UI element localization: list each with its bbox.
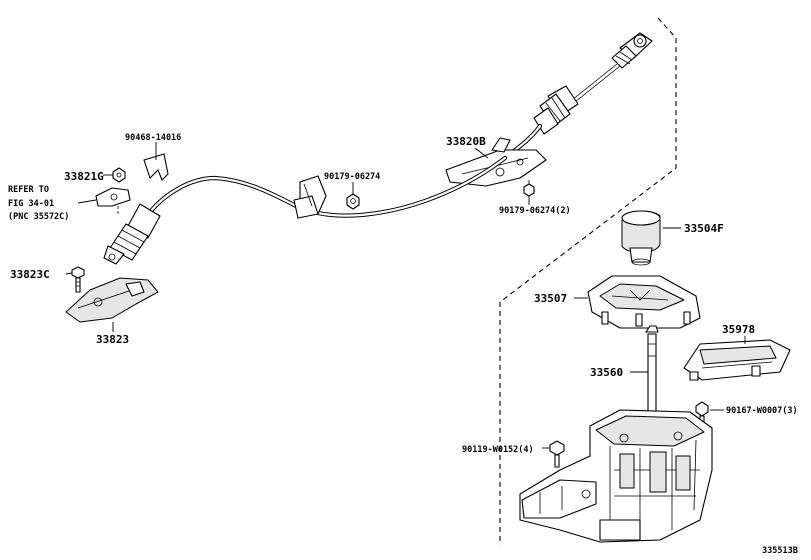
small-bracket [95,187,131,207]
nut-33821g [112,167,126,183]
label-33823: 33823 [96,333,129,346]
shifter-base-assembly [519,409,713,543]
label-33820b: 33820B [446,135,486,148]
assembly-boundary [499,17,677,545]
cable-boot [533,85,579,135]
cable-end-fitting [611,32,653,69]
label-90179-06274-2: 90179-06274(2) [499,206,571,216]
position-indicator-35978 [683,339,791,381]
bolt-90119 [549,440,565,468]
nut-90179-b [523,180,535,197]
bolt-33823c [71,266,85,293]
cable-boot-lower [103,203,161,265]
screw-90167 [695,401,709,423]
label-90167-w0007-3: 90167-W0007(3) [726,406,798,416]
label-refer-line-3: (PNC 35572C) [8,212,69,222]
cable-bracket-33820b [445,137,547,187]
cable-clip [293,175,327,219]
control-cable [147,155,508,218]
label-33504f: 33504F [684,222,724,235]
label-refer-line-1: REFER TO [8,185,49,195]
nut-90179-a [346,193,360,210]
shift-lever-33560 [645,325,659,421]
label-90468-14016: 90468-14016 [125,133,181,143]
leader-lines [65,142,746,449]
label-35978: 35978 [722,323,755,336]
label-33821g: 33821G [64,170,104,183]
label-90119-w0152-4: 90119-W0152(4) [462,445,534,455]
bracket-33823 [65,277,159,323]
figure-id: 335513B [762,546,798,556]
clip-90468 [143,153,169,181]
label-refer-line-2: FIG 34-01 [8,199,54,209]
label-33560: 33560 [590,366,623,379]
label-90179-06274: 90179-06274 [324,172,380,182]
indicator-housing-33507 [587,275,701,329]
label-33507: 33507 [534,292,567,305]
label-33823c: 33823C [10,268,50,281]
shift-knob-33504f [621,210,661,266]
